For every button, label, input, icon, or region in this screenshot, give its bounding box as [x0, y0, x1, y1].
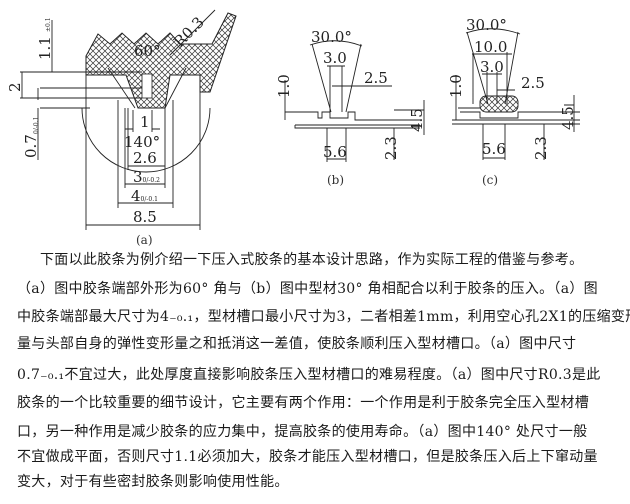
angle-60: 60°: [134, 42, 161, 60]
gasket-profile: [85, 12, 237, 109]
dim-8-5: 8.5: [133, 208, 157, 226]
dim-4-5: 4.5: [408, 108, 426, 132]
dim-3-0: 3.0: [480, 58, 504, 76]
dim-5-6: 5.6: [323, 143, 347, 161]
dim-4: 40/-0.1: [131, 187, 158, 205]
dim-5-6: 5.6: [482, 140, 506, 158]
figure-b-caption: (b): [327, 173, 344, 187]
paragraph-line: 0.7₋₀.₁不宜过大，此处厚度直接影响胶条压入型材槽口的难易程度。（a）图中尺…: [17, 367, 601, 383]
paragraph-line: 量与头部自身的弹性变形量之和抵消这一差值，使胶条顺利压入型材槽口。（a）图中尺寸: [17, 336, 577, 352]
dim-4-5: 4.5: [559, 106, 577, 130]
dim-2-5: 2.5: [364, 69, 388, 87]
gasket-in-channel: [479, 95, 519, 113]
dim-2-5: 2.5: [521, 74, 545, 92]
dim-0-7: 0.7: [22, 134, 40, 158]
angle-140: 140°: [124, 133, 160, 151]
dim-1-1-tolerance: ±0.1: [45, 17, 52, 32]
dim-10-0: 10.0: [474, 38, 507, 56]
figure-a-caption: (a): [136, 233, 153, 247]
dim-2-3: 2.3: [532, 136, 550, 160]
angle-30: 30.0°: [311, 28, 352, 46]
hollow-slot: [141, 73, 153, 99]
paragraph-line: 中胶条端部最大尺寸为4₋₀.₁，型材槽口最小尺寸为3，二者相差1mm，利用空心孔…: [17, 309, 630, 325]
paragraph-line: 变大，对于有些密封胶条则影响使用性能。: [17, 474, 289, 490]
paragraph-line: 口，另一种作用是减少胶条的应力集中，提高胶条的使用寿命。（a）图中140° 处尺…: [17, 424, 588, 440]
dim-3-0: 3.0: [323, 49, 347, 67]
dim-3: 30/-0.2: [133, 168, 160, 186]
figure-a: 1.1 ±0.1 2 0.7 0/-0.1 60° R0.3 1 140° 2.…: [6, 9, 237, 247]
angle-30: 30.0°: [466, 16, 507, 34]
dim-2-6: 2.6: [133, 149, 157, 167]
paragraph-line: （a）图中胶条端部外形为60° 角与（b）图中型材30° 角相配合以利于胶条的压…: [17, 281, 598, 297]
paragraph-line: 不宜做成平面，否则尺寸1.1必须加大，胶条才能压入型材槽口，但是胶条压入后上下窜…: [17, 449, 598, 465]
paragraph-line: 胶条的一个比较重要的细节设计，它主要有两个作用：一个作用是利于胶条完全压入型材槽: [17, 395, 589, 411]
paragraph-line: 下面以此胶条为例介绍一下压入式胶条的基本设计思路，作为实际工程的借鉴与参考。: [40, 252, 584, 268]
figure-c-caption: (c): [482, 173, 498, 187]
dim-1-0: 1.0: [275, 74, 293, 98]
dim-0-7-tolerance: 0/-0.1: [33, 117, 40, 134]
dim-1: 1: [140, 113, 150, 131]
dim-1-0: 1.0: [447, 74, 465, 98]
technical-drawings: 1.1 ±0.1 2 0.7 0/-0.1 60° R0.3 1 140° 2.…: [6, 9, 580, 247]
figure-c: 30.0° 10.0 3.0 2.5 1.0 4.5 2.3 5.6 (c): [447, 16, 580, 187]
dim-2-3: 2.3: [382, 136, 400, 160]
dim-2: 2: [6, 82, 24, 92]
dim-1-1: 1.1: [36, 36, 54, 60]
figure-b: 30.0° 3.0 2.5 1.0 4.5 2.3 5.6 (b): [275, 28, 426, 187]
